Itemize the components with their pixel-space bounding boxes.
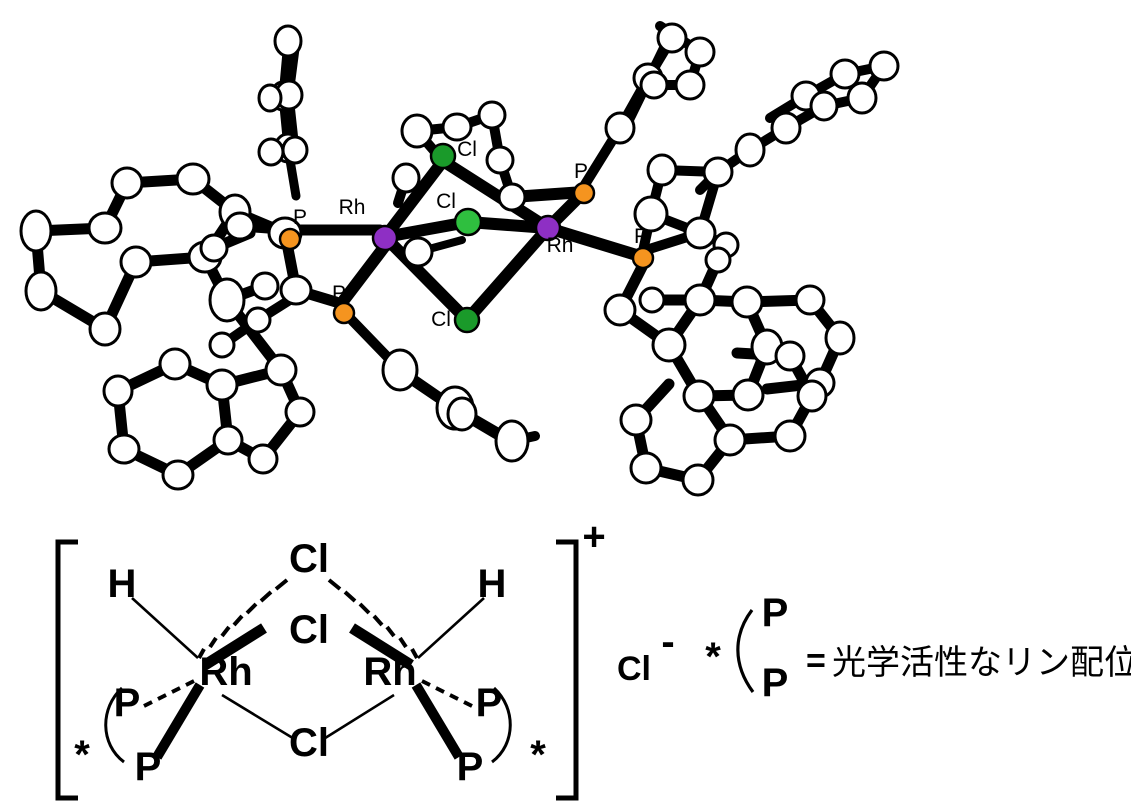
scheme-label-cl-top: Cl: [289, 537, 329, 581]
scheme-star-right: *: [530, 733, 546, 777]
scheme-chelate-arcs: [104, 686, 512, 764]
p4-ellipsoid: [631, 246, 655, 270]
ortep-label-rh-1: Rh: [339, 196, 366, 219]
scheme-label-h-right: H: [478, 562, 507, 606]
scheme-label-p-right-lower: P: [457, 745, 484, 789]
lewis-scheme-panel: H H Cl Cl Cl Rh Rh P P P P * * + Cl - * …: [0, 500, 1131, 806]
chelate-arc-left: [104, 686, 125, 764]
cation-charge: +: [582, 515, 605, 559]
ortep-label-cl-1: Cl: [457, 138, 477, 161]
anion-label-cl: Cl: [617, 650, 651, 688]
ortep-svg: Rh Rh Cl Cl Cl P P P P: [19, 21, 900, 497]
bracket-right: [556, 539, 579, 801]
cl1-ellipsoid: [429, 142, 457, 170]
ortep-atom-labels: Rh Rh Cl Cl Cl P P P P: [293, 138, 648, 331]
legend-group: * P P = 光学活性なリン配位子: [705, 591, 1131, 705]
ortep-carbon-ellipsoids: [19, 22, 900, 497]
cl3-ellipsoid: [453, 306, 481, 334]
scheme-label-p-left-upper: P: [114, 681, 141, 725]
legend-label-p-top: P: [762, 591, 789, 635]
scheme-hash-bonds: [143, 578, 473, 708]
chelate-arc-right: [491, 686, 512, 764]
p2-ellipsoid: [332, 301, 356, 325]
ortep-label-rh-2: Rh: [547, 234, 574, 257]
legend-chelate-arc: [736, 609, 755, 693]
p1-ellipsoid: [278, 227, 302, 251]
scheme-label-rh-right: Rh: [363, 650, 416, 694]
legend-equals: =: [806, 642, 826, 680]
ortep-label-p-3: P: [574, 160, 588, 183]
scheme-atom-labels: H H Cl Cl Cl Rh Rh P P P P * *: [74, 537, 546, 789]
ortep-label-cl-3: Cl: [431, 308, 451, 331]
legend-label-p-bottom: P: [762, 661, 789, 705]
legend-star: *: [705, 635, 721, 679]
anion-charge: -: [661, 620, 674, 664]
ortep-crystal-structure-panel: Rh Rh Cl Cl Cl P P P P: [19, 21, 900, 497]
counter-anion-group: Cl -: [617, 620, 675, 688]
scheme-label-h-left: H: [108, 562, 137, 606]
ortep-heteroatom-ellipsoids: [278, 142, 655, 334]
p3-ellipsoid: [572, 181, 596, 205]
scheme-svg: H H Cl Cl Cl Rh Rh P P P P * * + Cl - * …: [55, 515, 1131, 801]
scheme-label-rh-left: Rh: [199, 650, 252, 694]
bracket-left: [55, 539, 78, 801]
ortep-label-p-2: P: [332, 282, 346, 305]
scheme-label-cl-middle: Cl: [289, 608, 329, 652]
legend-description-text: 光学活性なリン配位子: [832, 643, 1131, 683]
scheme-label-p-left-lower: P: [135, 745, 162, 789]
scheme-label-cl-bottom: Cl: [289, 721, 329, 765]
rh1-ellipsoid: [371, 224, 399, 252]
rh2-ellipsoid: [534, 214, 562, 242]
ortep-label-p-1: P: [293, 206, 307, 229]
ortep-label-cl-2: Cl: [436, 190, 456, 213]
ortep-label-p-4: P: [634, 225, 648, 248]
scheme-star-left: *: [74, 733, 90, 777]
cl2-ellipsoid: [453, 207, 483, 237]
scheme-wedge-bonds: [152, 623, 464, 760]
scheme-plain-bonds: [131, 597, 485, 742]
scheme-label-p-right-upper: P: [476, 681, 503, 725]
